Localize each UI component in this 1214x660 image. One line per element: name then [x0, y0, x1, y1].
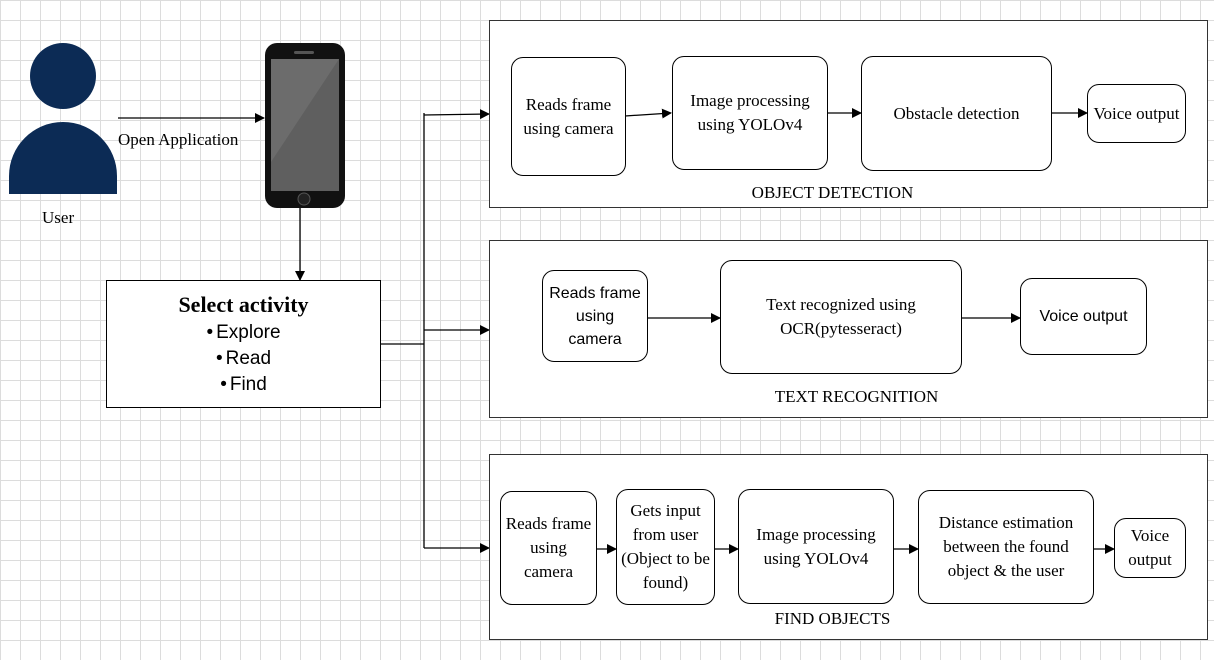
od-step-obstacle-detection: Obstacle detection [861, 56, 1052, 171]
fo-step-voice-output: Voice output [1114, 518, 1186, 578]
object-detection-arrows [624, 108, 1088, 119]
fo-step-read-frame: Reads frame using camera [500, 491, 597, 605]
user-label: User [42, 208, 75, 227]
od-step-voice-output: Voice output [1087, 84, 1186, 143]
object-detection-caption: OBJECT DETECTION [751, 183, 914, 202]
text-recognition-panel: Reads frame using camera Text recognized… [489, 240, 1208, 418]
select-activity-title: Select activity [178, 292, 309, 317]
find-objects-arrows [597, 544, 1115, 554]
text-recognition-caption: TEXT RECOGNITION [774, 387, 939, 406]
activity-options: Explore Read Find [107, 320, 380, 398]
find-objects-panel: Reads frame using camera Gets input from… [489, 454, 1208, 640]
user-icon [8, 42, 120, 194]
open-application-label: Open Application [118, 130, 239, 149]
arrow-to-object-detection [423, 109, 490, 120]
fo-step-get-input: Gets input from user (Object to be found… [616, 489, 715, 605]
find-objects-caption: FIND OBJECTS [774, 609, 891, 628]
od-step-read-frame: Reads frame using camera [511, 57, 626, 176]
fo-step-distance-estimation: Distance estimation between the found ob… [918, 490, 1094, 604]
od-step-image-processing: Image processing using YOLOv4 [672, 56, 828, 170]
object-detection-panel: Reads frame using camera Image processin… [489, 20, 1208, 208]
tr-step-voice-output: Voice output [1020, 278, 1147, 355]
option-explore: Explore [107, 320, 380, 346]
option-read: Read [107, 346, 380, 372]
tr-step-read-frame: Reads frame using camera [542, 270, 648, 362]
tr-step-text-recognized: Text recognized using OCR(pytesseract) [720, 260, 962, 374]
select-activity-box: Select activity Explore Read Find [106, 280, 381, 408]
text-recognition-arrows [648, 313, 1021, 323]
smartphone-icon [264, 42, 346, 209]
fo-step-image-processing: Image processing using YOLOv4 [738, 489, 894, 604]
option-find: Find [107, 372, 380, 398]
